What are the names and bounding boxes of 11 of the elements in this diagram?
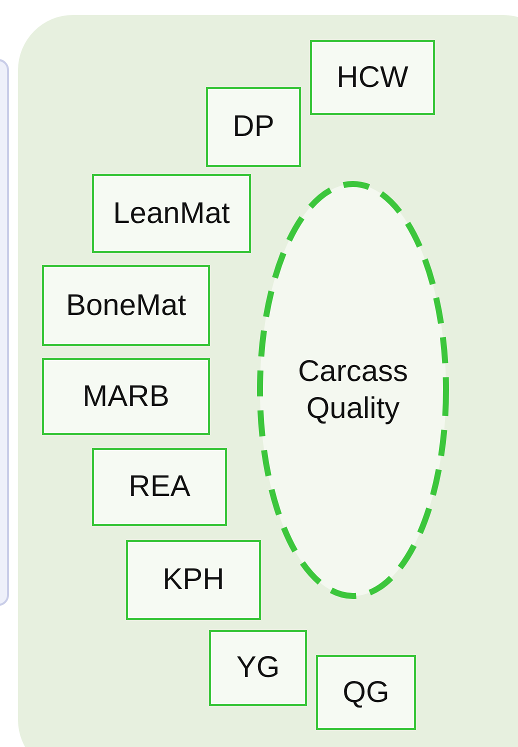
trait-box: LeanMat	[92, 174, 251, 253]
trait-box: BoneMat	[42, 265, 210, 346]
trait-box: YG	[209, 630, 307, 706]
trait-box: KPH	[126, 540, 261, 620]
trait-box: QG	[316, 655, 416, 730]
dashed-ellipse	[256, 180, 450, 600]
trait-box: DP	[206, 87, 301, 167]
node-label: Carcass Quality	[296, 354, 410, 427]
trait-box: HCW	[310, 40, 435, 115]
trait-box: REA	[92, 448, 227, 526]
trait-box: MARB	[42, 358, 210, 435]
